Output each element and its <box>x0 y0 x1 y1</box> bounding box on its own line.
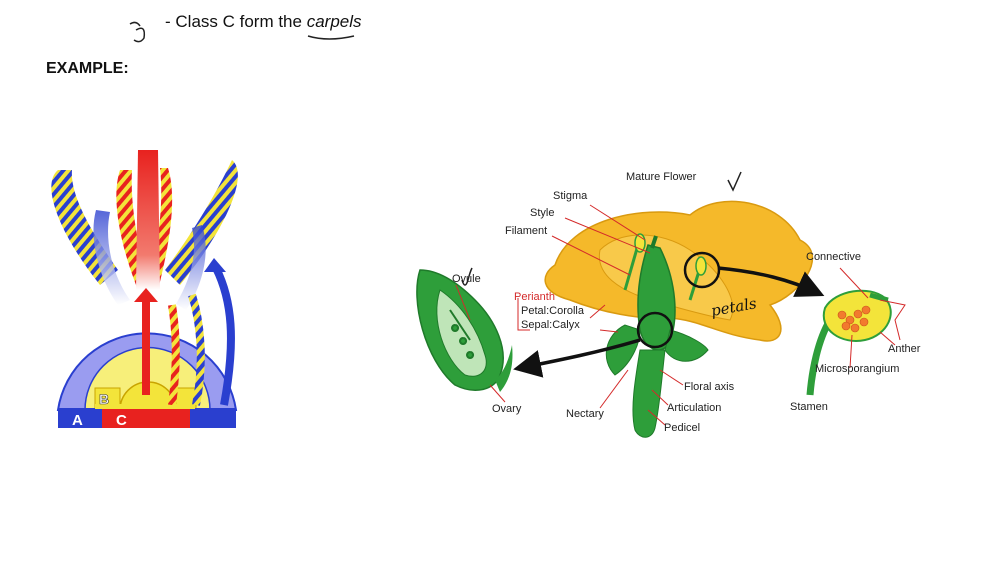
label-sepal-calyx: Sepal:Calyx <box>521 319 580 331</box>
anther-inner-2 <box>695 256 707 276</box>
label-anther: Anther <box>888 343 921 355</box>
handwriting-mark <box>129 21 146 43</box>
handwritten-ovule-mark <box>461 267 473 286</box>
ovule-chain <box>449 309 475 359</box>
underline-mark <box>307 35 355 40</box>
label-filament: Filament <box>505 225 548 237</box>
filament-line <box>623 244 640 291</box>
label-microsporangium: Microsporangium <box>815 363 900 375</box>
label-connective: Connective <box>806 251 862 263</box>
whorl-mid-right <box>147 168 173 290</box>
arrow-red-head <box>134 288 158 302</box>
heading-prefix: - Class C form the <box>165 12 307 31</box>
pedicel-stem <box>632 349 666 438</box>
label-a: A <box>72 412 83 429</box>
sepal-right <box>664 329 709 362</box>
heading-emphasis: carpels <box>306 12 362 31</box>
leader-lines <box>455 204 896 426</box>
label-b: B <box>99 391 109 407</box>
abc-model-diagram: A C B <box>51 150 238 429</box>
label-floral-axis: Floral axis <box>684 381 735 393</box>
style <box>650 235 658 249</box>
arrow-ry <box>168 304 180 406</box>
label-petal-corolla: Petal:Corolla <box>521 305 584 317</box>
zoom-circle-anther <box>683 251 721 289</box>
ovary-sepal-right <box>495 345 513 392</box>
example-heading: EXAMPLE: <box>46 60 129 77</box>
label-pedicel: Pedicel <box>664 422 701 434</box>
stamen-filament-detail <box>806 318 834 396</box>
label-nectary: Nectary <box>566 408 604 420</box>
zoom-circle-ovary <box>636 311 674 349</box>
flower-diagram: petals <box>416 171 906 438</box>
arrow-to-stamen <box>717 266 825 297</box>
anther-bracket <box>879 299 906 341</box>
whorl-blue-right <box>176 225 206 310</box>
label-ovule: Ovule <box>452 273 481 285</box>
base-bar-c <box>102 408 190 428</box>
whorl-outer-right <box>165 160 238 285</box>
label-c: C <box>116 412 127 429</box>
arrow-blue <box>212 266 235 406</box>
label-perianth: Perianth <box>514 291 555 303</box>
arrow-blue-head <box>204 258 226 272</box>
base-bar-b-top <box>95 404 195 409</box>
whorl-center <box>136 150 160 290</box>
sepal-left <box>605 324 641 376</box>
label-stigma: Stigma <box>553 190 588 202</box>
arrow-to-ovary <box>513 338 641 378</box>
label-mature-flower: Mature Flower <box>626 171 697 183</box>
label-style: Style <box>530 207 555 219</box>
arrow-by-1 <box>188 293 205 406</box>
base-bar-a-right <box>190 408 236 428</box>
microsporangium-dots <box>837 305 871 333</box>
label-stamen: Stamen <box>790 401 828 413</box>
label-articulation: Articulation <box>667 402 722 414</box>
base-bar-a <box>58 408 102 428</box>
heading-line: - Class C form the carpels <box>165 12 362 32</box>
handwritten-check <box>727 171 742 192</box>
whorl-blue-left <box>93 210 130 305</box>
connective-bar <box>869 292 889 303</box>
label-ovary: Ovary <box>492 403 522 415</box>
